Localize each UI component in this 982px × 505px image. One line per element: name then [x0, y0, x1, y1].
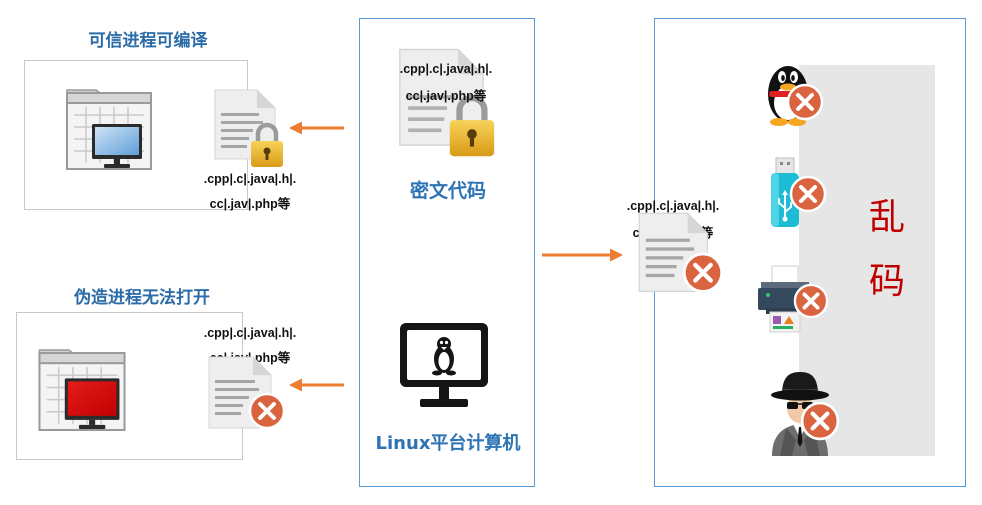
- arrow-left-icon: [289, 378, 344, 392]
- cipher-file-ext-line1: .cpp|.c|.java|.h|.: [399, 62, 493, 76]
- external-file-ext-line1: .cpp|.c|.java|.h|.: [626, 199, 720, 213]
- cipher-code-label: 密文代码: [409, 180, 486, 202]
- x-circle-icon: [793, 283, 829, 319]
- arrow-right-icon: [542, 248, 623, 262]
- window-monitor-blue-icon: [66, 89, 152, 170]
- x-circle-icon: [786, 83, 824, 121]
- locked-file-icon: [214, 89, 283, 167]
- trusted-file-ext-line1: .cpp|.c|.java|.h|.: [203, 172, 297, 186]
- trusted-file-ext-line2: cc|.jav|.php等: [209, 197, 291, 211]
- arrow-left-icon: [289, 121, 344, 135]
- trusted-process-title: 可信进程可编译: [88, 31, 208, 51]
- garbled-text-char-2: 码: [868, 261, 905, 302]
- forged-process-title: 伪造进程无法打开: [74, 288, 210, 308]
- rejected-file-icon: [638, 212, 724, 293]
- x-circle-icon: [800, 401, 840, 441]
- locked-file-icon: [399, 48, 495, 157]
- cipher-file-ext-line2: cc|.jav|.php等: [405, 89, 487, 103]
- forged-file-ext-line1: .cpp|.c|.java|.h|.: [203, 326, 297, 340]
- rejected-file-icon: [208, 356, 286, 430]
- garbled-text-char-1: 乱: [868, 197, 905, 238]
- linux-computer-icon: [400, 323, 488, 407]
- window-monitor-red-icon: [38, 349, 126, 431]
- x-circle-icon: [789, 175, 827, 213]
- device-panel: [799, 65, 935, 456]
- linux-computer-label: Linux平台计算机: [375, 433, 521, 454]
